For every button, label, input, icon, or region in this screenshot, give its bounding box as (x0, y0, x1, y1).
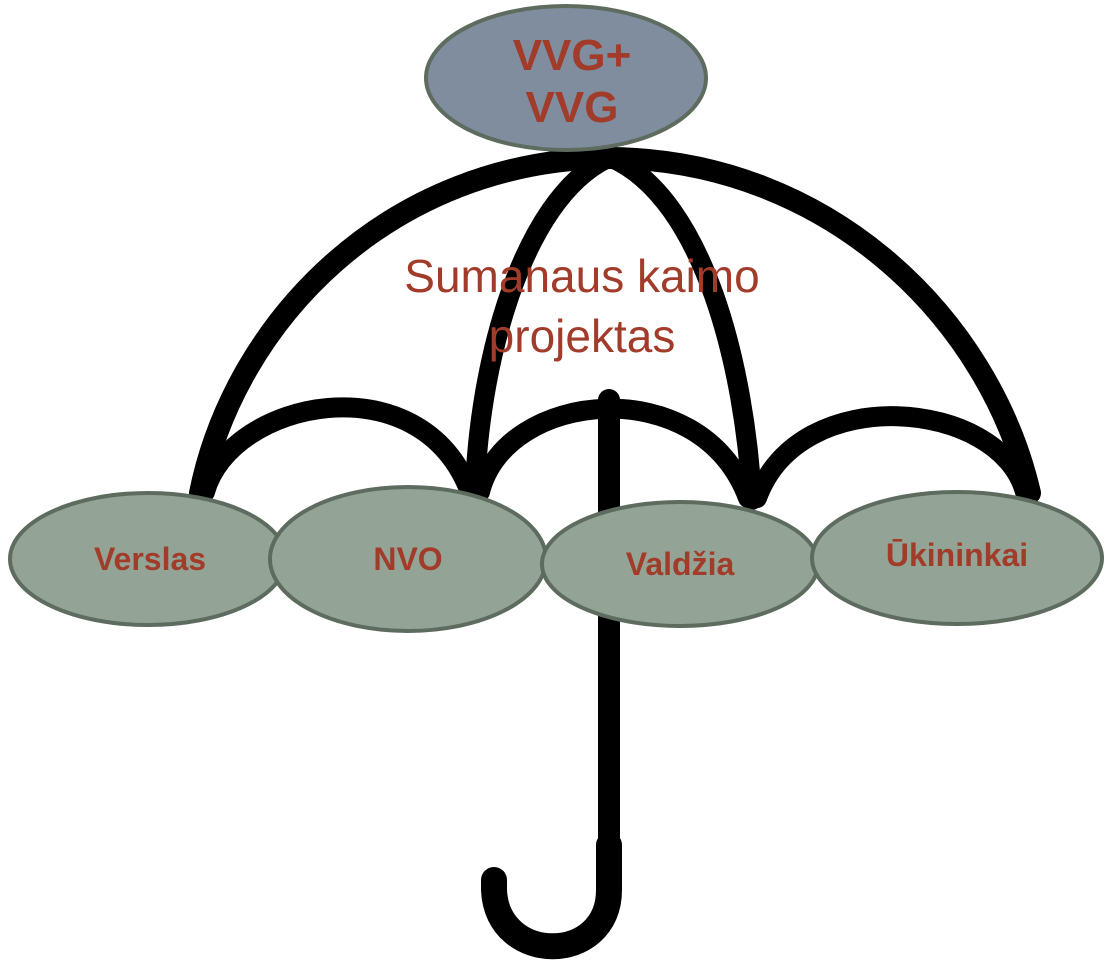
umbrella-rib-left (465, 148, 618, 503)
top-cloud-line2: VVG (526, 83, 619, 132)
group-ukininkai: Ūkininkai (810, 490, 1104, 626)
umbrella-scallop-3 (747, 406, 1035, 508)
group-nvo: NVO (268, 485, 548, 633)
top-cloud-line1: VVG+ (513, 31, 632, 80)
group-ellipse (810, 490, 1104, 626)
top-cloud-ellipse (424, 4, 708, 152)
umbrella (189, 123, 1041, 960)
umbrella-hook (481, 832, 622, 960)
umbrella-scallop-1 (195, 397, 480, 502)
top-cloud: VVG+ VVG (424, 4, 708, 152)
center-title-line2: projektas (489, 310, 676, 362)
group-label: Verslas (94, 541, 206, 577)
group-label: Ūkininkai (886, 537, 1028, 573)
group-valdzia: Valdžia (540, 500, 820, 628)
group-verslas: Verslas (8, 491, 288, 627)
center-title-line1: Sumanaus kaimo (404, 250, 759, 302)
group-label: Valdžia (626, 546, 735, 582)
center-title: Sumanaus kaimo projektas (404, 250, 759, 362)
umbrella-rib-right (602, 148, 762, 510)
group-label: NVO (373, 541, 442, 577)
